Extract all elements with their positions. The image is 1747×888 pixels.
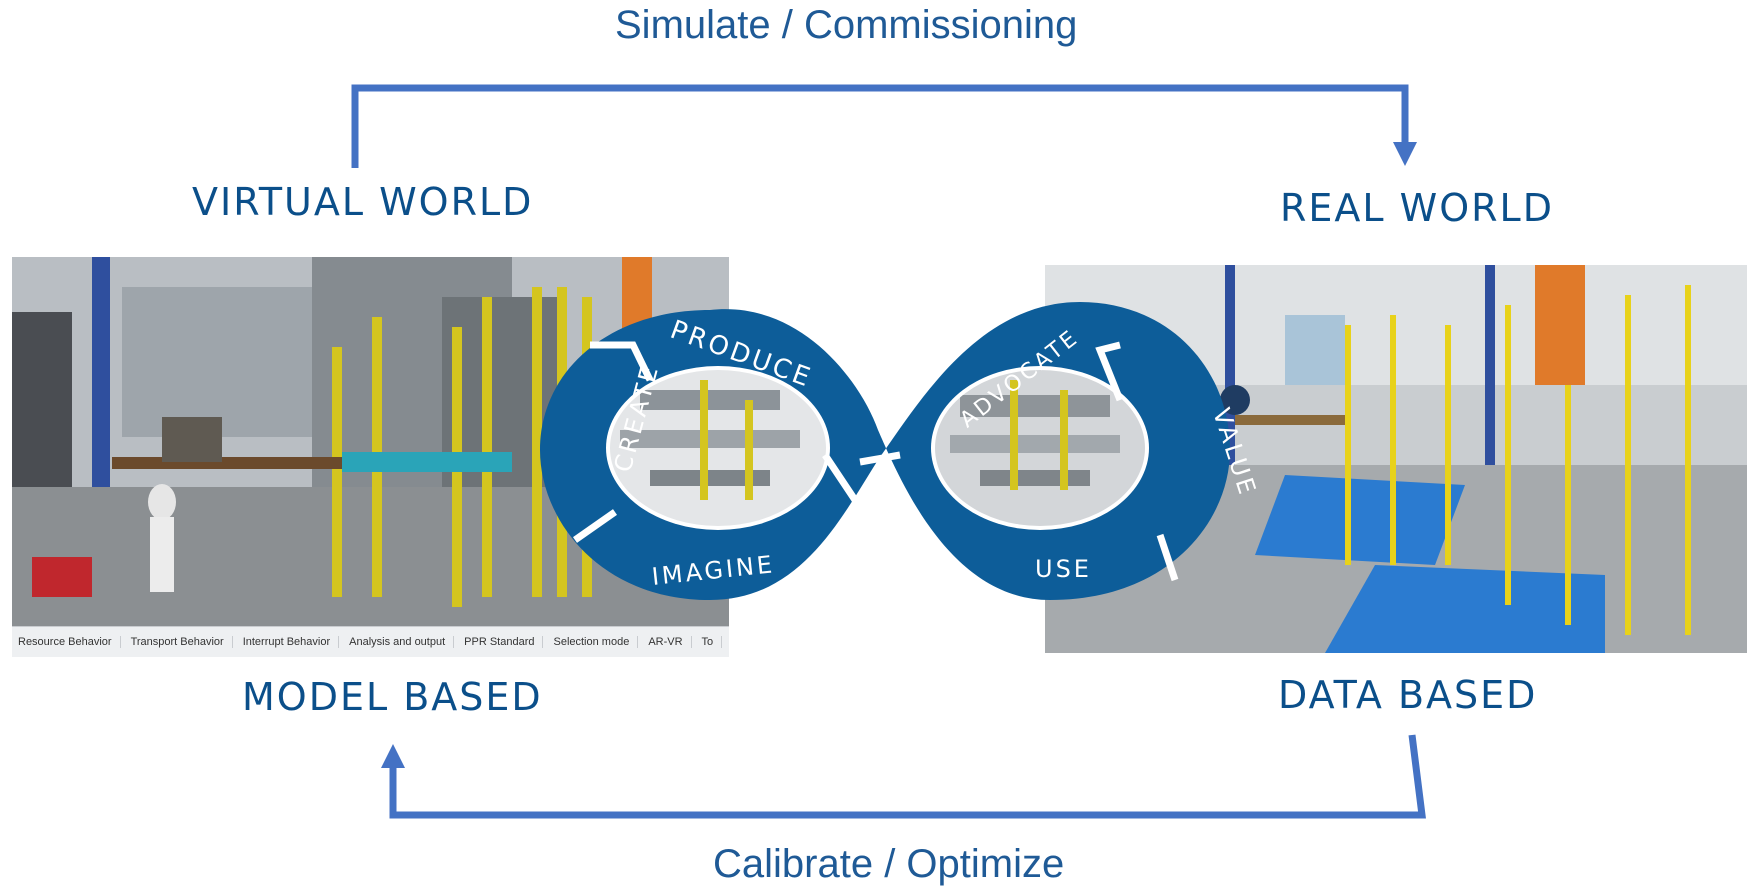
toolbar-tab[interactable]: Transport Behavior: [131, 636, 233, 648]
loop-label-use: USE: [1035, 555, 1092, 583]
toolbar-tab[interactable]: Selection mode: [553, 636, 639, 648]
calibrate-optimize-caption: Calibrate / Optimize: [713, 842, 1065, 886]
simulate-commissioning-caption: Simulate / Commissioning: [615, 3, 1078, 47]
data-based-label: DATA BASED: [1278, 673, 1538, 717]
virtual-world-label: VIRTUAL WORLD: [192, 180, 534, 224]
arrowhead-up-icon: [381, 744, 405, 768]
arrowhead-down-icon: [1393, 142, 1417, 166]
real-world-label: REAL WORLD: [1280, 186, 1554, 230]
left-lens-render: [610, 370, 826, 526]
toolbar-tab[interactable]: Analysis and output: [349, 636, 455, 648]
toolbar-tab[interactable]: AR-VR: [648, 636, 692, 648]
toolbar-tab[interactable]: PPR Standard: [464, 636, 544, 648]
toolbar-tab[interactable]: To: [702, 636, 723, 648]
toolbar-tab[interactable]: Resource Behavior: [18, 636, 121, 648]
model-based-label: MODEL BASED: [242, 675, 543, 719]
toolbar-tab[interactable]: Interrupt Behavior: [243, 636, 340, 648]
simulate-arrow: [351, 84, 1417, 168]
right-lens-photo: [935, 370, 1145, 526]
software-toolbar: Resource Behavior Transport Behavior Int…: [12, 626, 729, 657]
infinity-loop: PRODUCE CREATE IMAGINE ADVOCATE VALUE US…: [540, 302, 1262, 600]
calibrate-arrow: [381, 734, 1426, 819]
